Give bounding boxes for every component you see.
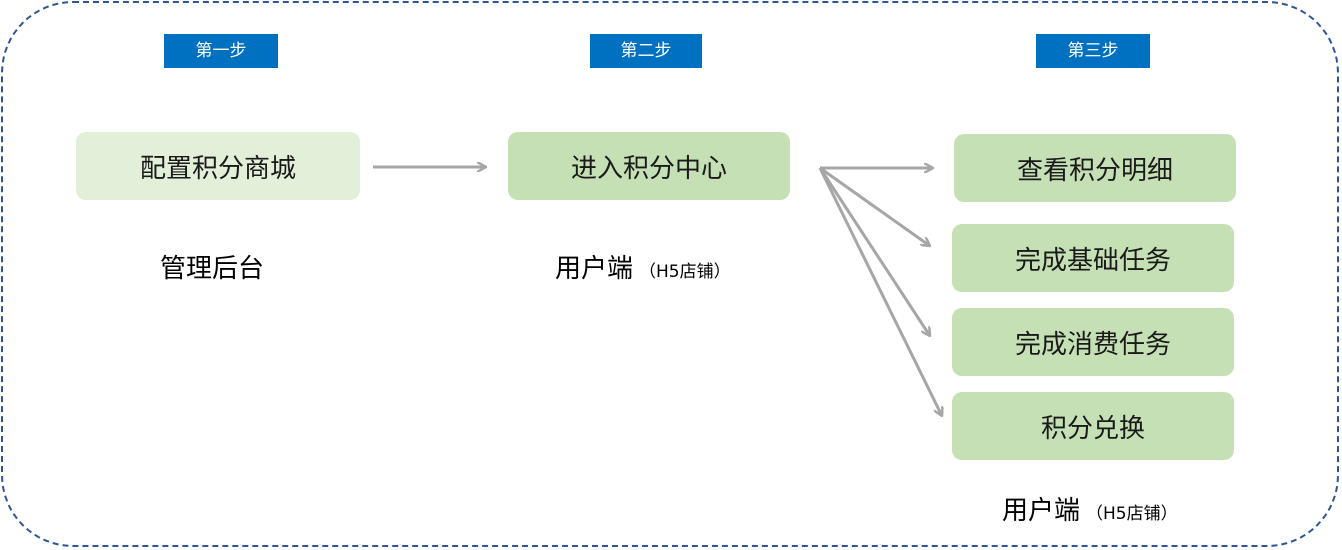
caption-user-main: 用户端 bbox=[555, 254, 634, 284]
step-1-badge: 第一步 bbox=[164, 34, 278, 68]
caption-user-end-step3: 用户端 （H5店铺） bbox=[1002, 490, 1178, 527]
step-3-badge: 第三步 bbox=[1036, 34, 1150, 68]
step-2-badge: 第二步 bbox=[590, 34, 702, 68]
caption-admin-text: 管理后台 bbox=[160, 254, 265, 284]
node-view-points-detail: 查看积分明细 bbox=[954, 134, 1236, 202]
node-enter-points-center: 进入积分中心 bbox=[508, 132, 790, 200]
node-config-points-mall: 配置积分商城 bbox=[76, 132, 360, 200]
node-complete-basic-task: 完成基础任务 bbox=[952, 224, 1234, 292]
node-complete-consume-task: 完成消费任务 bbox=[952, 308, 1234, 376]
caption-user-main: 用户端 bbox=[1002, 496, 1081, 526]
caption-user-sub: （H5店铺） bbox=[1086, 504, 1178, 524]
node-points-exchange: 积分兑换 bbox=[952, 392, 1234, 460]
caption-user-end-step2: 用户端 （H5店铺） bbox=[555, 248, 731, 285]
caption-user-sub: （H5店铺） bbox=[639, 262, 731, 282]
caption-admin-backend: 管理后台 bbox=[160, 248, 264, 285]
